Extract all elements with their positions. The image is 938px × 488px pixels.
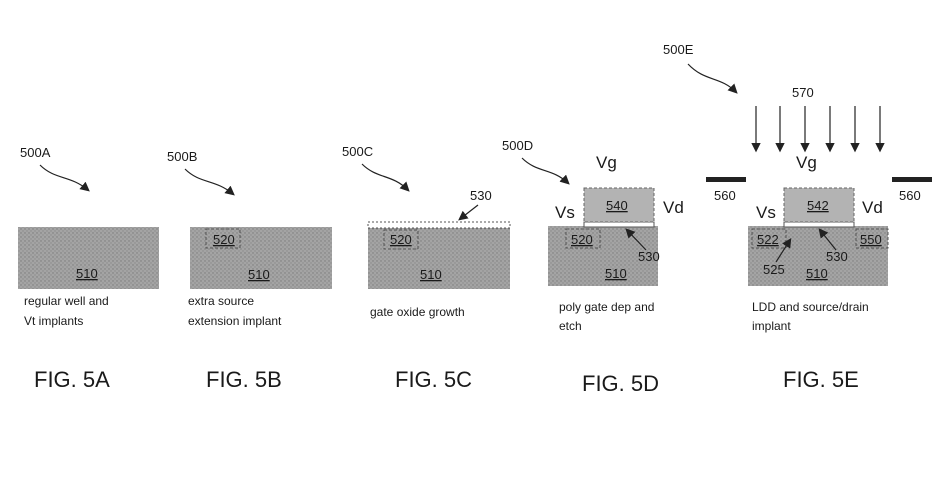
oxide-arrow-5c [458, 204, 479, 221]
gate-oxide-5e [783, 221, 855, 228]
panel-5d: 500D Vg 540 Vs Vd 520 530 510 poly gate … [502, 138, 684, 396]
vd-label-5d: Vd [663, 198, 684, 217]
panel-5b: 500B 520 510 extra source extension impl… [167, 149, 332, 392]
caption-5e-line1: LDD and source/drain [752, 300, 869, 314]
vs-label-5d: Vs [555, 203, 575, 222]
caption-5a-line2: Vt implants [24, 314, 83, 328]
substrate-5e [748, 226, 888, 286]
substrate-label-5d: 510 [605, 266, 627, 281]
ref-arrow-5b [184, 168, 235, 196]
gate-oxide-5c [367, 221, 511, 229]
ref-500c: 500C [342, 144, 373, 159]
figure-label-5c: FIG. 5C [395, 367, 472, 392]
mask-left-label-5e: 560 [714, 188, 736, 203]
figure-label-5b: FIG. 5B [206, 367, 282, 392]
caption-5b-line1: extra source [188, 294, 254, 308]
implant-label-5c: 520 [390, 232, 412, 247]
substrate-label-5e: 510 [806, 266, 828, 281]
implant-label-5d: 520 [571, 232, 593, 247]
figure-label-5e: FIG. 5E [783, 367, 859, 392]
mask-right-label-5e: 560 [899, 188, 921, 203]
panel-5e: 500E 570 560 560 Vg 542 Vs Vd 522 550 52… [663, 42, 932, 392]
oxide-arrow-5e [818, 228, 837, 251]
caption-5a-line1: regular well and [24, 294, 109, 308]
gate-label-5e: 542 [807, 198, 829, 213]
implant-arrows-label-5e: 570 [792, 85, 814, 100]
vs-label-5e: Vs [756, 203, 776, 222]
ref-arrow-5a [39, 164, 90, 192]
vg-label-5e: Vg [796, 153, 817, 172]
oxide-label-5d: 530 [638, 249, 660, 264]
ref-arrow-5d [521, 157, 570, 185]
vg-label-5d: Vg [596, 153, 617, 172]
gate-oxide-5d [583, 221, 655, 228]
implant-region-5c [383, 229, 419, 250]
caption-5c-line1: gate oxide growth [370, 305, 465, 319]
panel-5a: 500A 510 regular well and Vt implants FI… [18, 145, 159, 392]
implant-label-5b: 520 [213, 232, 235, 247]
substrate-label-5a: 510 [76, 266, 98, 281]
caption-5d-line2: etch [559, 319, 582, 333]
substrate-label-5c: 510 [420, 267, 442, 282]
panel-5c: 500C 520 510 530 gate oxide growth FIG. … [342, 144, 511, 392]
substrate-5b [190, 227, 332, 289]
drain-region-5e [855, 228, 889, 249]
gate-label-5d: 540 [606, 198, 628, 213]
extension-label-5e: 525 [763, 262, 785, 277]
mask-right-5e [892, 177, 932, 182]
implant-arrows-5e [751, 106, 885, 153]
ref-arrow-5e [687, 63, 738, 94]
substrate-5d [548, 226, 658, 286]
ref-arrow-5c [361, 163, 410, 192]
substrate-5c [368, 227, 510, 289]
caption-5d-line1: poly gate dep and [559, 300, 654, 314]
ref-500a: 500A [20, 145, 51, 160]
oxide-arrow-5d [625, 228, 647, 251]
extension-arrow-5e [775, 237, 792, 263]
oxide-label-5e: 530 [826, 249, 848, 264]
mask-left-5e [706, 177, 746, 182]
caption-5b-line2: extension implant [188, 314, 282, 328]
source-label-5e: 522 [757, 232, 779, 247]
ref-500e: 500E [663, 42, 694, 57]
caption-5e-line2: implant [752, 319, 791, 333]
drain-label-5e: 550 [860, 232, 882, 247]
figure-label-5d: FIG. 5D [582, 371, 659, 396]
ref-500b: 500B [167, 149, 197, 164]
vd-label-5e: Vd [862, 198, 883, 217]
oxide-label-5c: 530 [470, 188, 492, 203]
poly-gate-5e [783, 187, 855, 223]
substrate-5a [18, 227, 159, 289]
ref-500d: 500D [502, 138, 533, 153]
figure-label-5a: FIG. 5A [34, 367, 110, 392]
source-region-5e [751, 228, 787, 249]
implant-region-5b [205, 228, 241, 249]
substrate-label-5b: 510 [248, 267, 270, 282]
poly-gate-5d [583, 187, 655, 223]
implant-region-5d [565, 228, 601, 249]
